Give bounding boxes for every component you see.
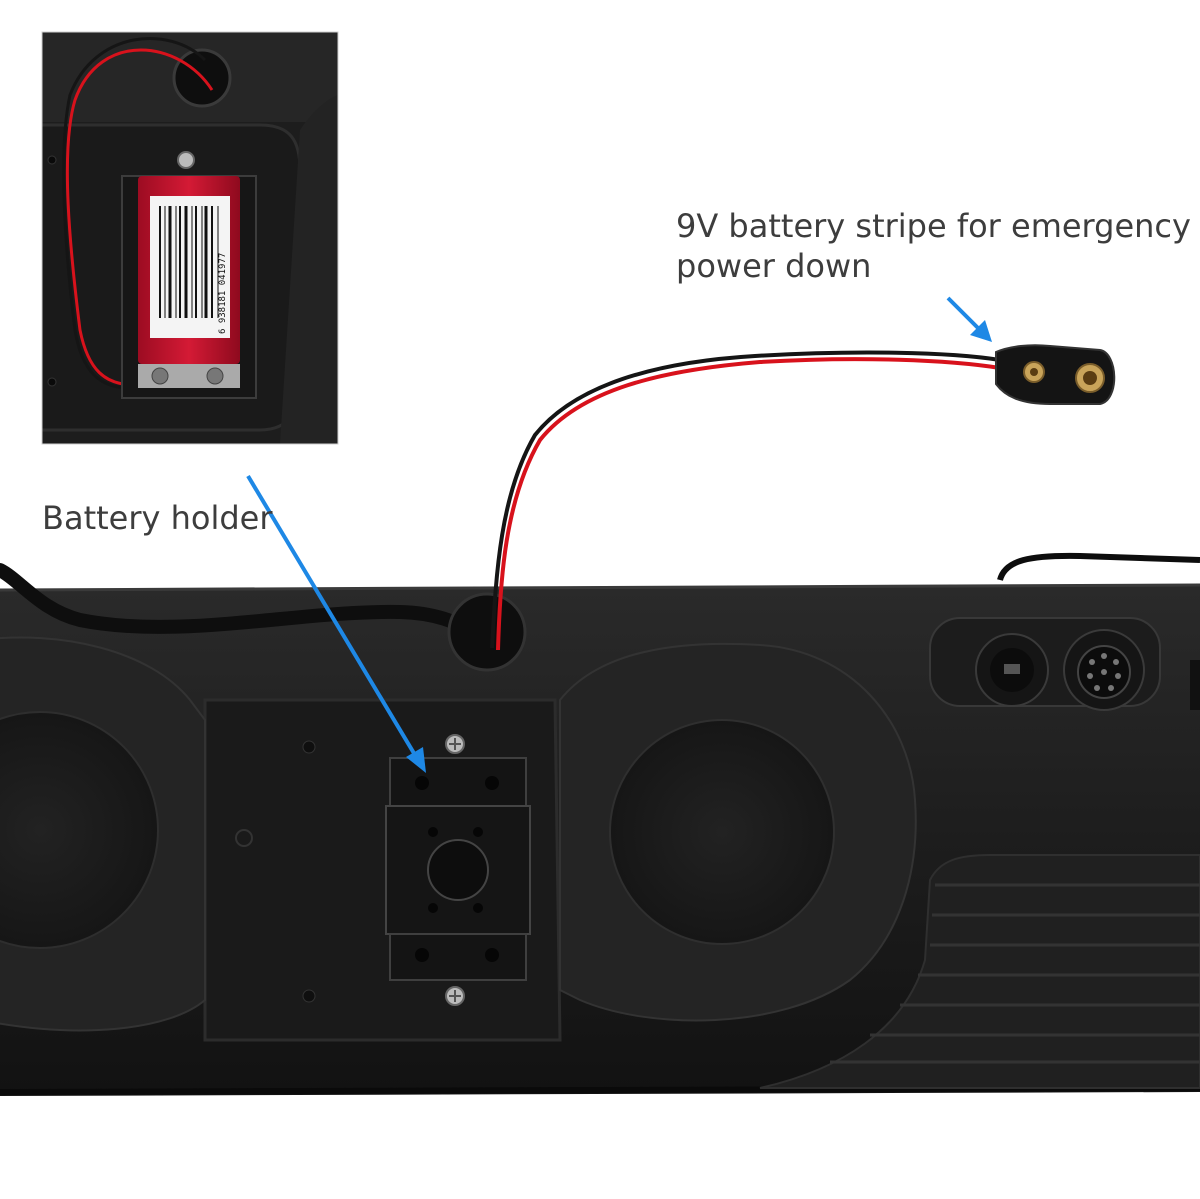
connector-panel xyxy=(929,617,1200,711)
battery-snap-clip xyxy=(995,344,1116,405)
inset-photo: 6 938181 041977 xyxy=(42,32,338,444)
right-speaker xyxy=(559,642,917,1022)
ribbed-area xyxy=(759,854,1200,1089)
arrow-battery-clip xyxy=(946,296,992,342)
battery-clip-wires xyxy=(490,350,1001,651)
battery-clip-label: 9V battery stripe for emergency power do… xyxy=(676,206,1191,286)
battery-clip-label-line2: power down xyxy=(676,247,872,285)
left-speaker xyxy=(0,636,206,1032)
9v-battery: 6 938181 041977 xyxy=(138,176,240,388)
battery-holder-label: Battery holder xyxy=(42,499,273,537)
keyboard-bottom-panel xyxy=(0,552,1200,1096)
battery-holder xyxy=(385,734,531,1006)
barcode-digits: 6 938181 041977 xyxy=(218,253,228,334)
battery-clip-label-line1: 9V battery stripe for emergency xyxy=(676,207,1191,245)
arrow-battery-holder xyxy=(246,474,426,773)
